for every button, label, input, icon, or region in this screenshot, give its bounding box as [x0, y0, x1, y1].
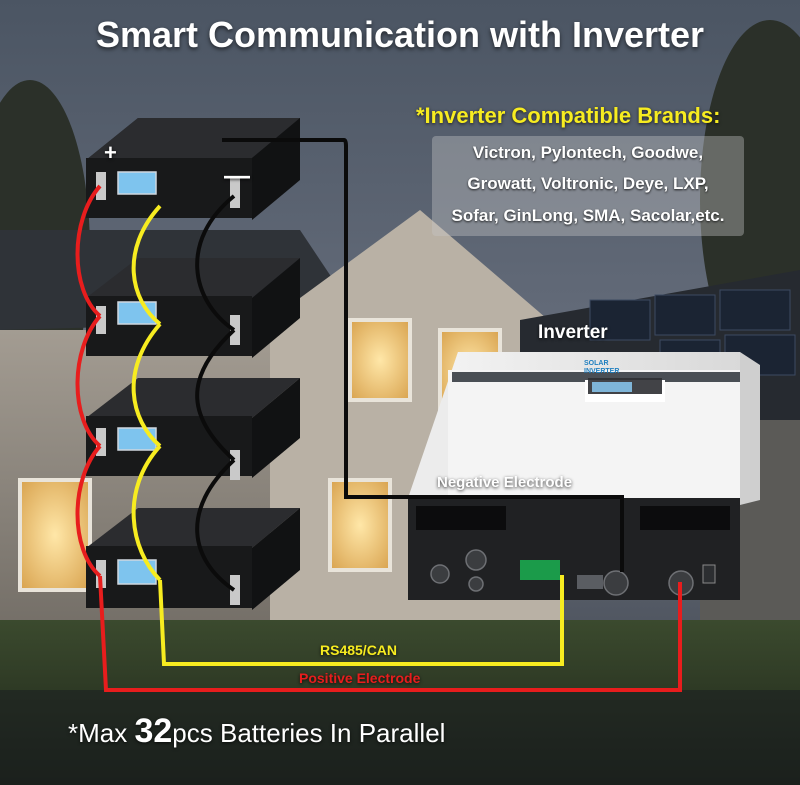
plus-terminal-label: +	[104, 140, 117, 165]
footer-prefix: *Max	[68, 718, 135, 748]
battery-4	[86, 508, 300, 610]
inverter-logo-line: SOLAR	[584, 360, 609, 367]
brand-line: Sofar, GinLong, SMA, Sacolar,etc.	[451, 206, 725, 225]
battery-stack	[86, 118, 300, 610]
inverter-logo-line: INVERTER	[584, 368, 620, 375]
footer-count: 32	[134, 712, 173, 750]
battery-2	[86, 258, 300, 358]
rs485-can-label: RS485/CAN	[320, 642, 398, 658]
max-batteries-note: *Max 32pcs Batteries In Parallel	[68, 712, 445, 751]
lawn-fade	[0, 690, 800, 785]
footer-suffix: pcs Batteries In Parallel	[172, 718, 446, 748]
inverter-unit	[408, 352, 760, 600]
inverter-logo: SOLAR INVERTER	[584, 360, 654, 376]
positive-cables	[75, 184, 682, 692]
minus-terminal-label: —	[224, 160, 250, 190]
negative-electrode-label: Negative Electrode	[437, 474, 573, 491]
negative-cables	[195, 138, 624, 592]
battery-3	[86, 378, 300, 480]
brand-line: Victron, Pylontech, Goodwe,	[472, 143, 704, 162]
battery-1	[86, 118, 300, 220]
positive-electrode-label: Positive Electrode	[299, 670, 421, 686]
page-title: Smart Communication with Inverter	[95, 14, 705, 55]
brands-panel	[432, 136, 744, 236]
compatible-brands-heading: *Inverter Compatible Brands:	[416, 103, 721, 128]
brand-line: Growatt, Voltronic, Deye, LXP,	[467, 174, 709, 193]
inverter-label: Inverter	[538, 322, 608, 343]
rs485-cables	[131, 204, 564, 666]
